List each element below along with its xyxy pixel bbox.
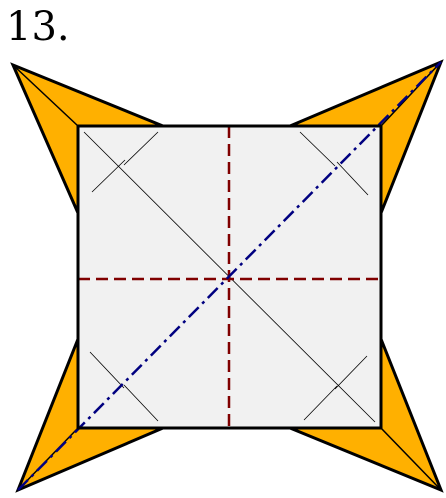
br-inner-line <box>380 427 442 491</box>
crease-bl-a <box>89 351 125 389</box>
crease-tr-a <box>299 131 336 167</box>
crease-tl-b <box>123 131 159 166</box>
crease-tr-b <box>336 161 369 196</box>
center-square-outline <box>76 124 383 430</box>
crease-br-b <box>334 355 368 390</box>
step-number: 13. <box>6 4 70 50</box>
crease-bl-b <box>123 384 159 422</box>
crease-tl-a <box>91 159 126 193</box>
point-inner-lines <box>12 61 442 491</box>
mountain-fold-diagonal <box>17 61 442 491</box>
tl-inner-line <box>12 64 79 127</box>
bl-inner-line <box>17 427 79 491</box>
crease-br-a <box>303 385 338 421</box>
